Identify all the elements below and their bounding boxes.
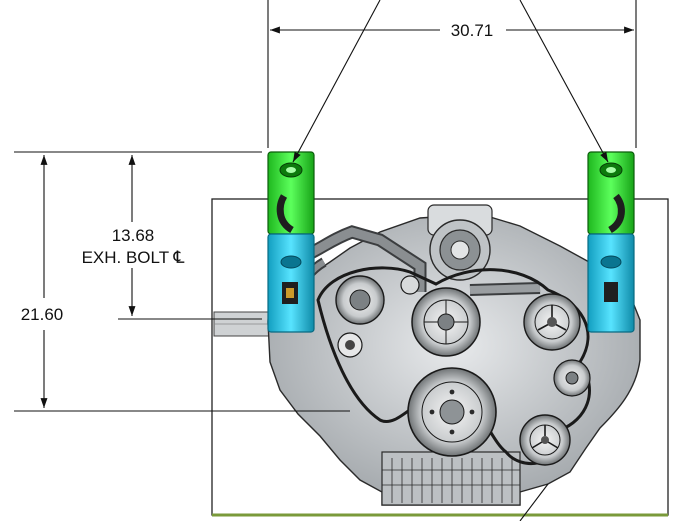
water-pump-pulley — [411, 287, 481, 357]
timing-sensor — [337, 275, 420, 358]
crankshaft-pulley — [407, 367, 497, 457]
exhaust-bolt-dimension — [14, 151, 262, 320]
exhaust-bolt-height-label: 13.68 — [112, 226, 155, 245]
oil-pan — [381, 451, 521, 506]
alternator-pulley — [335, 275, 385, 325]
width-dimension-label: 30.71 — [451, 21, 494, 40]
width-dimension — [267, 0, 637, 163]
overall-height-label: 21.60 — [21, 305, 64, 324]
exhaust-bolt-ref-label: EXH. BOLT ℄ — [82, 248, 185, 267]
power-steering-pulley — [523, 293, 581, 351]
exhaust-manifold-right — [587, 151, 635, 333]
throttle-body — [427, 204, 493, 281]
idler-pulley — [553, 359, 591, 397]
overall-height-dimension — [14, 155, 350, 412]
exhaust-manifold-left — [267, 151, 315, 333]
bottom-leader-line — [519, 483, 549, 521]
tensioner-pulley — [519, 414, 571, 466]
